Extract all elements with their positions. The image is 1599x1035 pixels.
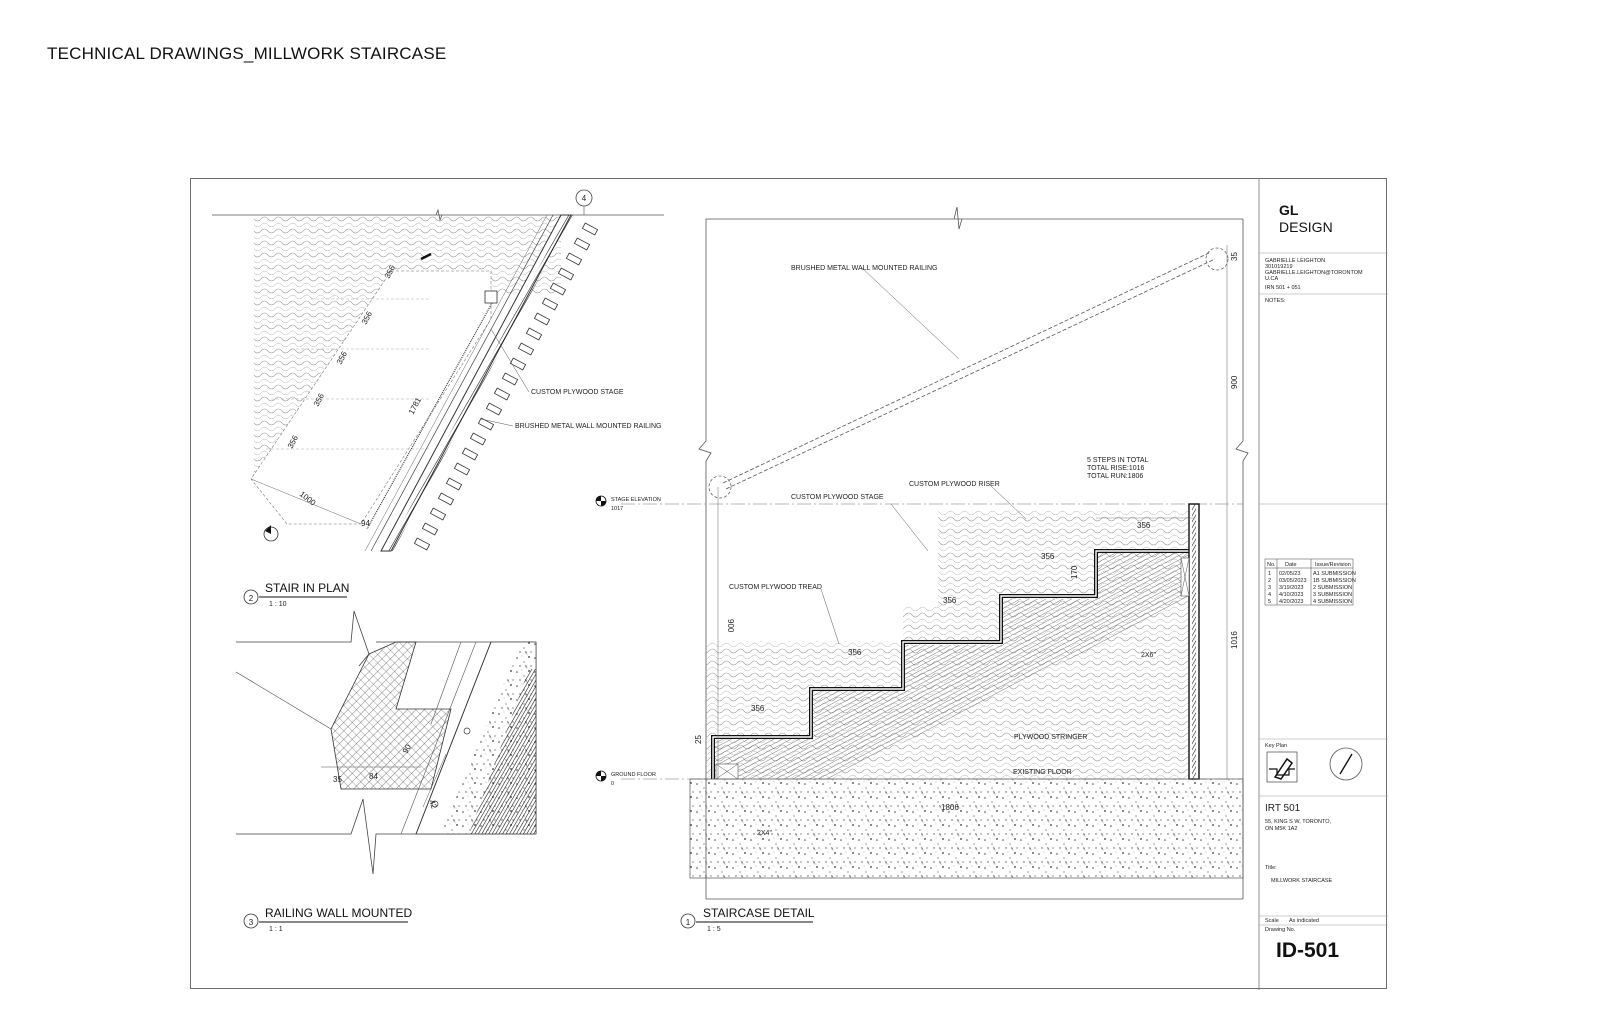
stringer-hatch <box>714 553 1193 779</box>
rev-cell: 4 <box>1268 592 1271 598</box>
stage-elevation-label: STAGE ELEVATION <box>611 497 661 503</box>
rev-cell: 03/05/2023 <box>1279 578 1307 584</box>
steps-note-line2: TOTAL RISE:1016 <box>1087 465 1145 472</box>
drawing-canvas: 4 <box>212 179 1388 990</box>
plan-note-stage: CUSTOM PLYWOOD STAGE <box>531 389 624 396</box>
dim-25: 25 <box>694 735 703 744</box>
tread-dim: 356 <box>943 596 957 605</box>
railing-view-number: 3 <box>249 918 254 927</box>
ground-floor-label: GROUND FLOOR <box>611 772 656 778</box>
tread-dim: 356 <box>751 704 765 713</box>
rev-cell: 3/19/2023 <box>1279 585 1303 591</box>
plan-view-scale: 1 : 10 <box>269 601 287 608</box>
drawing-number: ID-501 <box>1276 939 1339 962</box>
detail-view-title: STAIRCASE DETAIL <box>703 906 815 920</box>
rev-cell: 4 SUBMISSION <box>1313 599 1352 605</box>
dim-1806: 1806 <box>941 803 959 812</box>
rev-cell: 2 SUBMISSION <box>1313 585 1352 591</box>
railing-bracket-hatch <box>330 641 452 790</box>
detail-note-tread: CUSTOM PLYWOOD TREAD <box>729 584 822 591</box>
rev-header: Date <box>1285 562 1297 568</box>
detail-note-stage: CUSTOM PLYWOOD STAGE <box>791 494 884 501</box>
grid-marker-label: 4 <box>582 194 587 203</box>
title-label: Title: <box>1265 865 1277 871</box>
designer-name: GABRIELLE LEIGHTON <box>1265 258 1325 264</box>
detail-view: BRUSHED METAL WALL MOUNTED RAILING STAGE… <box>595 206 1249 933</box>
detail-note-2x4: 2X4" <box>757 830 772 837</box>
page-title: TECHNICAL DRAWINGS_MILLWORK STAIRCASE <box>47 44 447 63</box>
dim-900-right: 900 <box>1230 375 1239 389</box>
tread-dim: 356 <box>1137 521 1151 530</box>
ground-floor-value: 0 <box>611 781 614 787</box>
key-plan-label: Key Plan <box>1265 743 1287 749</box>
rev-cell: A1 SUBMISSION <box>1313 571 1356 577</box>
rev-cell: 4/20/2023 <box>1279 599 1303 605</box>
railing-dim: 35 <box>333 775 342 784</box>
drawing-sheet: 4 <box>190 178 1388 990</box>
rev-cell: 02/05/23 <box>1279 571 1300 577</box>
rev-cell: 1 <box>1268 571 1271 577</box>
revisions-table: No. Date Issue/Revision 1 02/05/23 A1 SU… <box>1264 558 1356 606</box>
plan-view-number: 2 <box>249 594 254 603</box>
dim-170: 170 <box>1070 565 1079 579</box>
rev-cell: 4/10/2023 <box>1279 592 1303 598</box>
rev-header: No. <box>1267 562 1276 568</box>
designer-email: GABRIELLE.LEIGHTON@TORONTOM <box>1265 270 1363 276</box>
notes-label: NOTES: <box>1265 298 1286 304</box>
rev-cell: 1B SUBMISSION <box>1313 578 1356 584</box>
detail-note-riser: CUSTOM PLYWOOD RISER <box>909 481 1000 488</box>
tread-dim: 356 <box>848 648 862 657</box>
title-block: GL DESIGN GABRIELLE LEIGHTON 301019219 G… <box>1258 179 1388 990</box>
dim-900-left: 900 <box>726 619 735 633</box>
project-address-line2: ON M5K 1A2 <box>1265 826 1297 832</box>
rev-header: Issue/Revision <box>1315 562 1351 568</box>
rev-cell: 3 SUBMISSION <box>1313 592 1352 598</box>
detail-note-existing-floor: EXISTING FLOOR <box>1013 769 1072 776</box>
sheet-title: MILLWORK STAIRCASE <box>1271 878 1333 884</box>
steps-note-line3: TOTAL RUN:1806 <box>1087 473 1143 480</box>
plan-view-title: STAIR IN PLAN <box>265 581 349 595</box>
scale-value: As indicated <box>1289 918 1319 924</box>
detail-note-railing: BRUSHED METAL WALL MOUNTED RAILING <box>791 265 938 272</box>
project-name: IRT 501 <box>1265 803 1301 814</box>
rev-cell: 3 <box>1268 585 1271 591</box>
plan-dim: 94 <box>361 519 370 528</box>
tread-dim: 356 <box>1041 552 1055 561</box>
detail-view-number: 1 <box>686 918 691 927</box>
railing-dim: 84 <box>369 772 378 781</box>
dim-35: 35 <box>1230 252 1239 261</box>
detail-view-scale: 1 : 5 <box>707 926 721 933</box>
project-address-line1: 55, KING S W, TORONTO, <box>1265 819 1331 825</box>
scale-label: Scale <box>1265 918 1279 924</box>
detail-note-stringer: PLYWOOD STRINGER <box>1014 734 1087 741</box>
plan-view: 4 <box>212 189 664 608</box>
railing-view-title: RAILING WALL MOUNTED <box>265 906 412 920</box>
firm-name-line2: DESIGN <box>1279 219 1333 235</box>
dim-1016: 1016 <box>1230 631 1239 649</box>
designer-email-2: U.CA <box>1265 276 1278 282</box>
course-code: IRN 501 + 051 <box>1265 285 1301 291</box>
railing-view-scale: 1 : 1 <box>269 926 283 933</box>
railing-view: 35 84 90 42 3 RAILING WALL MOUNTED 1 : 1 <box>235 610 537 933</box>
stage-elevation-value: 1017 <box>611 506 623 512</box>
rev-cell: 2 <box>1268 578 1271 584</box>
firm-name-line1: GL <box>1279 202 1299 218</box>
drawing-no-label: Drawing No. <box>1265 927 1296 933</box>
railing-dim: 42 <box>427 799 439 811</box>
rev-cell: 5 <box>1268 599 1271 605</box>
plan-note-railing: BRUSHED METAL WALL MOUNTED RAILING <box>515 423 662 430</box>
detail-note-2x6: 2X6" <box>1141 652 1156 659</box>
designer-id: 301019219 <box>1265 264 1293 270</box>
steps-note-line1: 5 STEPS IN TOTAL <box>1087 457 1149 464</box>
concrete-slab <box>689 778 1244 879</box>
